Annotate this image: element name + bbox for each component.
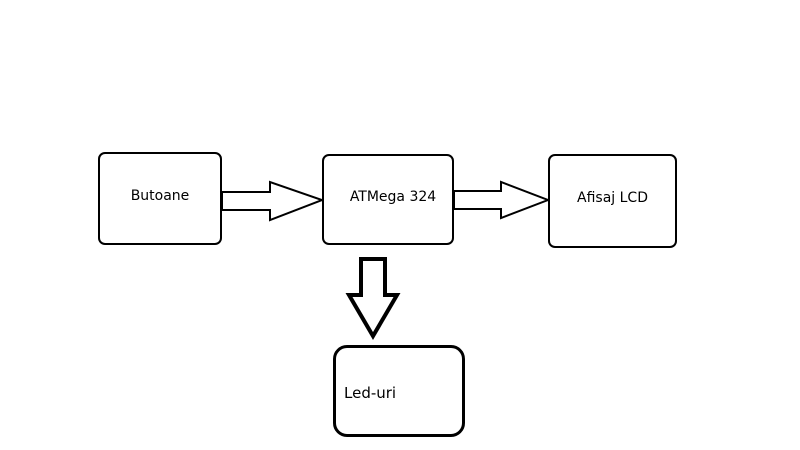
node-label-led: Led-uri [344, 384, 397, 402]
node-label-atmega: ATMega 324 [349, 188, 437, 205]
arrow-butoane-to-atmega [221, 180, 325, 222]
node-afisaj: Afisaj LCD [548, 154, 677, 248]
node-label-butoane: Butoane [130, 187, 190, 204]
node-atmega: ATMega 324 [322, 154, 454, 245]
arrow-atmega-to-afisaj [453, 180, 551, 220]
node-label-afisaj: Afisaj LCD [577, 190, 648, 206]
arrow-atmega-to-led [345, 257, 401, 340]
node-butoane: Butoane [98, 152, 222, 245]
node-led: Led-uri [333, 345, 465, 437]
